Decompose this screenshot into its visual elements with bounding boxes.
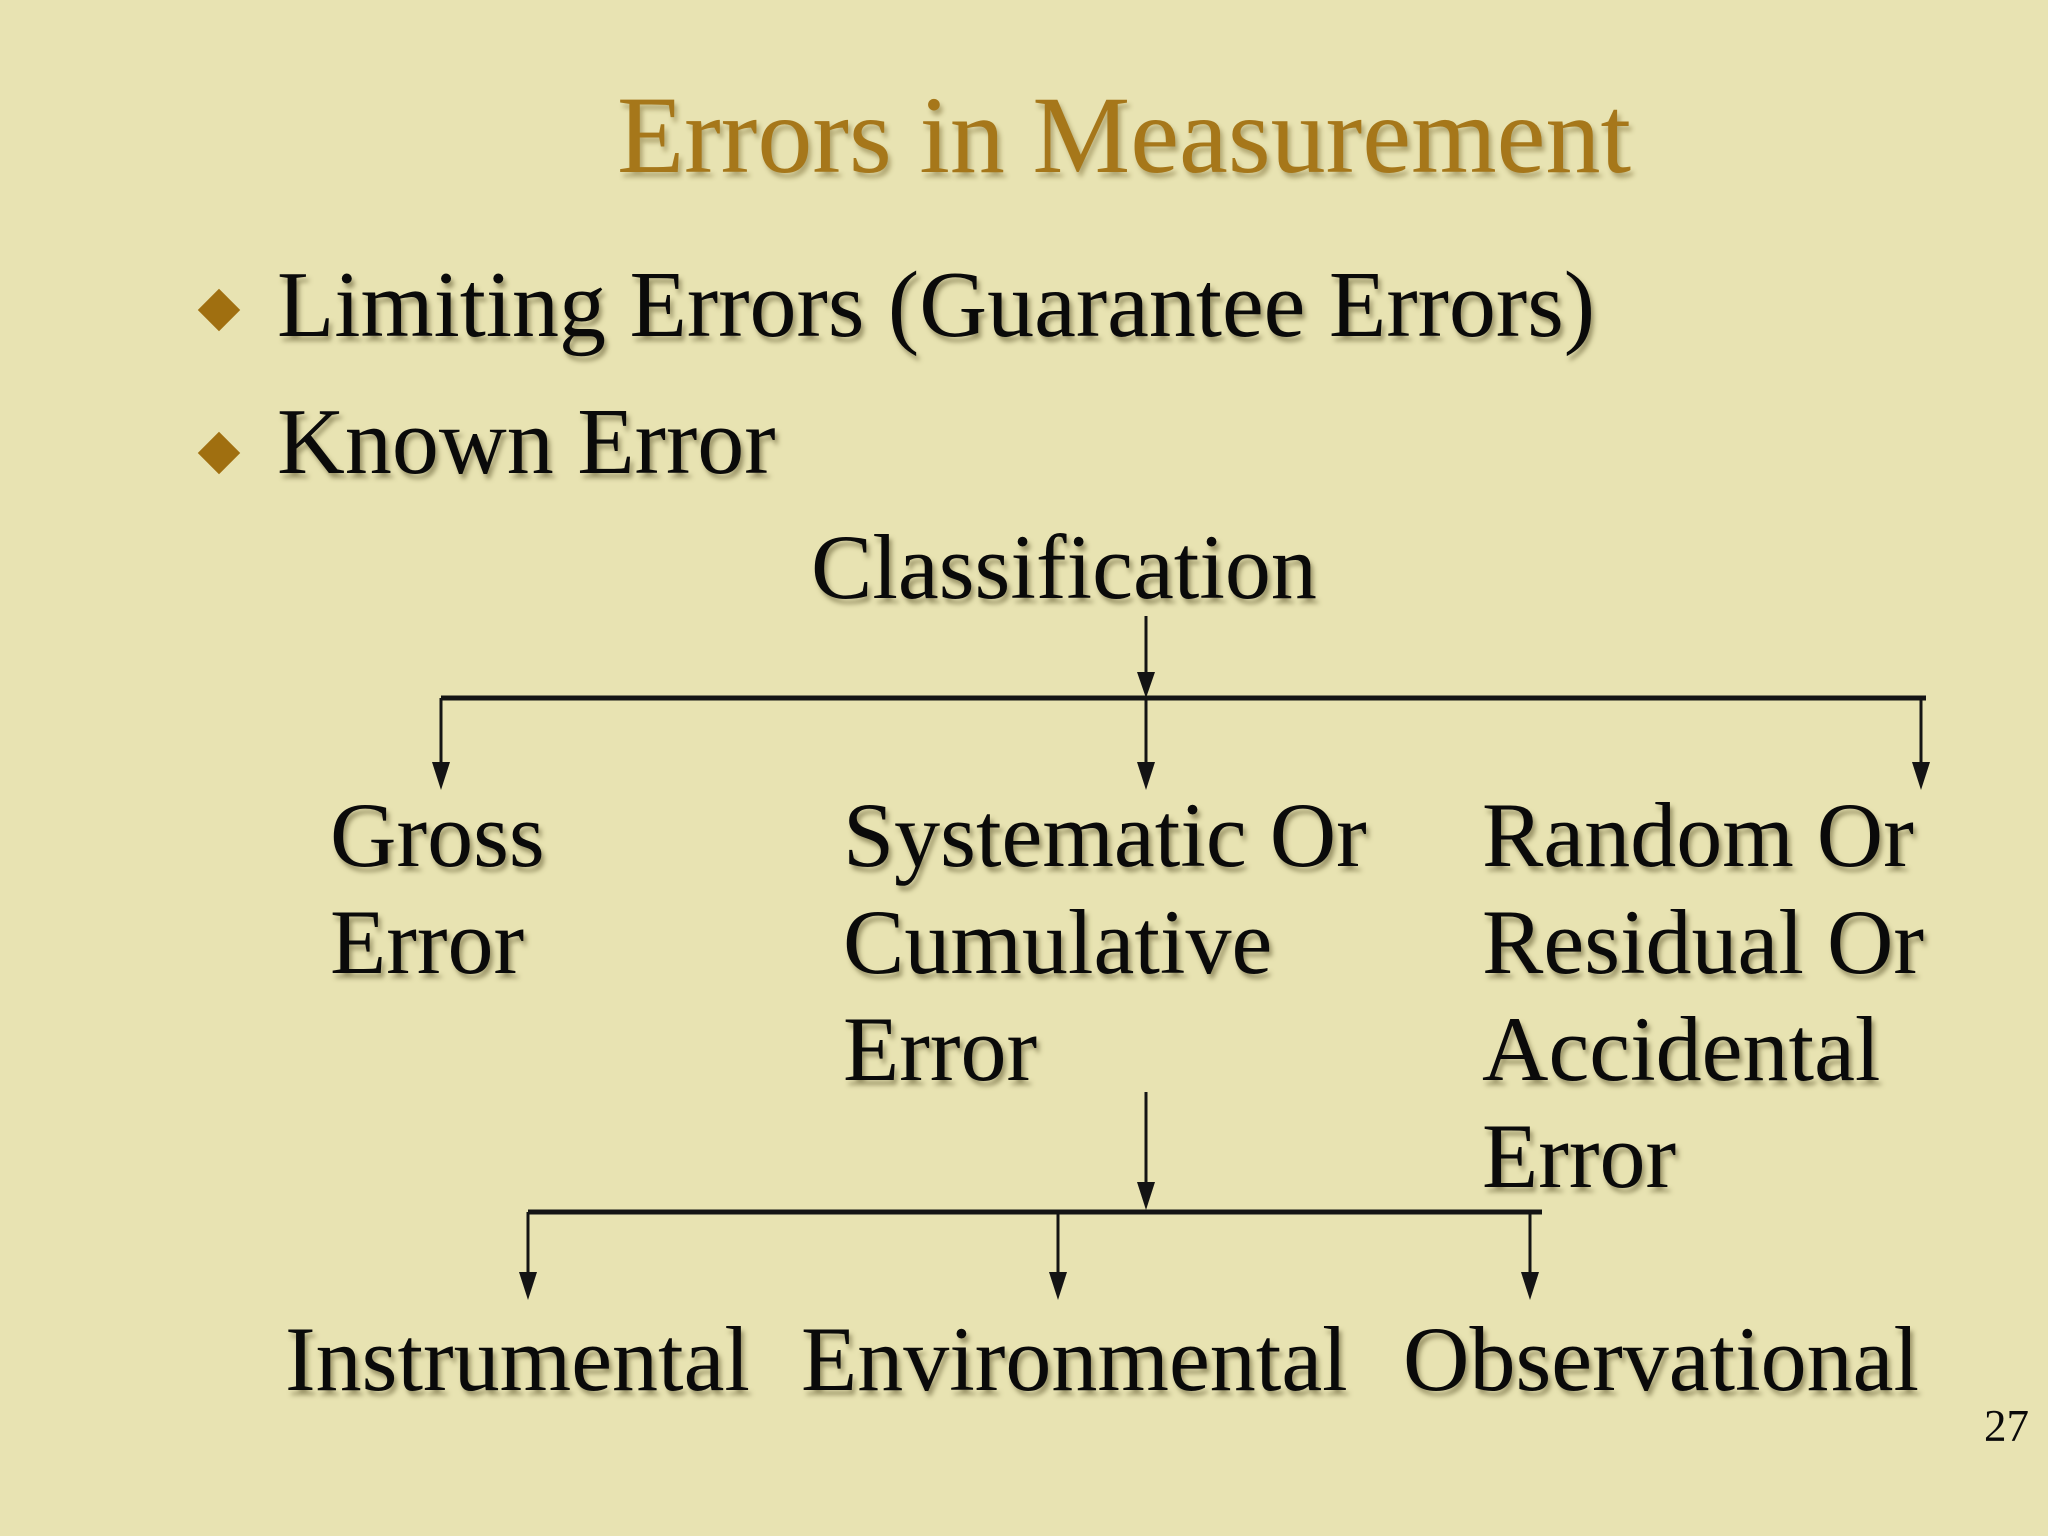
node-line: Instrumental <box>285 1308 750 1410</box>
bullet-item: Known Error <box>277 390 776 494</box>
node-line: Random Or <box>1482 784 1914 886</box>
node-line: Error <box>330 891 525 993</box>
node-random-error: Random Or Residual Or Accidental Error <box>1482 782 1924 1210</box>
node-instrumental: Instrumental <box>285 1306 750 1413</box>
node-line: Systematic Or <box>843 784 1367 886</box>
node-line: Error <box>1482 1105 1677 1207</box>
node-line: Gross <box>330 784 545 886</box>
node-line: Accidental <box>1482 998 1881 1100</box>
bullet-item: Limiting Errors (Guarantee Errors) <box>277 253 1596 357</box>
page-number: 27 <box>1984 1401 2029 1451</box>
node-observational: Observational <box>1403 1306 1919 1413</box>
diamond-bullet-icon <box>197 288 241 332</box>
node-line: Environmental <box>801 1308 1348 1410</box>
diamond-bullet-icon <box>197 431 241 475</box>
node-line: Cumulative <box>843 891 1273 993</box>
node-line: Observational <box>1403 1308 1920 1410</box>
node-line: Classification <box>811 516 1317 618</box>
node-environmental: Environmental <box>801 1306 1348 1413</box>
node-gross-error: Gross Error <box>330 782 545 996</box>
page-title: Errors in Measurement <box>616 74 1632 196</box>
node-line: Error <box>843 998 1038 1100</box>
node-systematic-error: Systematic Or Cumulative Error <box>843 782 1367 1103</box>
node-line: Residual Or <box>1482 891 1925 993</box>
node-classification: Classification <box>811 514 1317 621</box>
